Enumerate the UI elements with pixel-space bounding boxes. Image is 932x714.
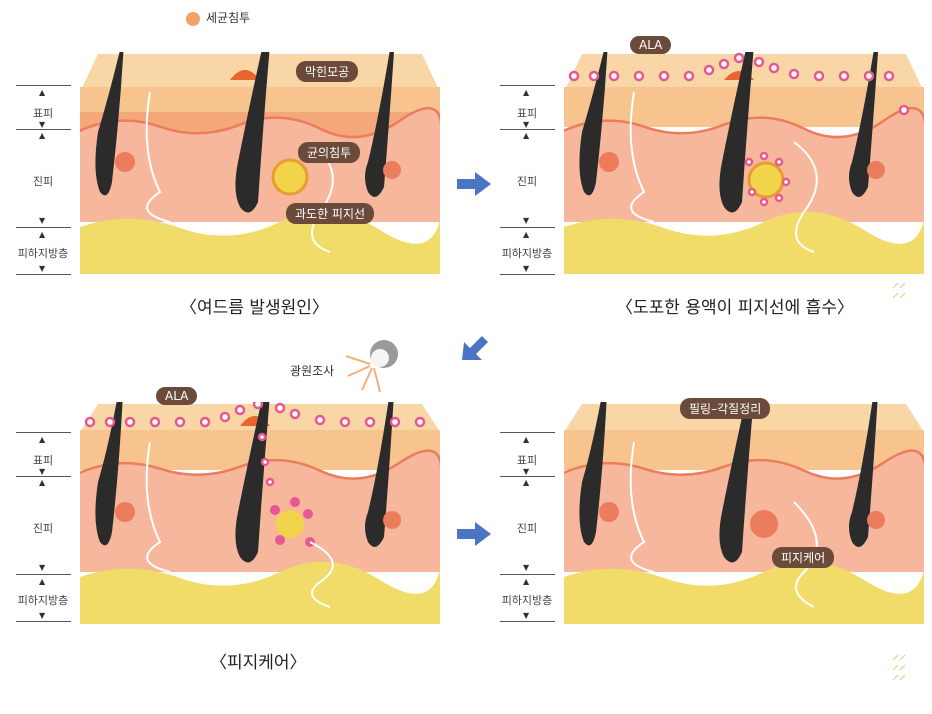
- label-dermis: 진피: [516, 522, 538, 535]
- arrow-down-left-icon: [462, 336, 488, 360]
- skin-cross-section-2: [562, 22, 927, 274]
- label-epidermis: 표피: [32, 107, 54, 120]
- bacteria-label: 세균침투: [206, 11, 251, 25]
- skin-diagram-peeling: [563, 372, 927, 624]
- divider: [500, 621, 555, 622]
- label-dermis: 진피: [32, 522, 54, 535]
- divider: [500, 476, 555, 477]
- label-subcutis: 피하지방층: [501, 594, 553, 607]
- divider: [500, 129, 555, 130]
- divider: [16, 574, 71, 575]
- peel-tag: 필링–각질정리: [680, 398, 771, 419]
- label-dermis: 진피: [32, 175, 54, 188]
- sparkle-icon: ⸝⸝⸝⸝⸝⸝: [892, 647, 906, 683]
- arrow-right-icon: [457, 172, 491, 196]
- light-source-icon: [345, 340, 398, 393]
- arrow-down-icon: ▼: [39, 611, 46, 620]
- divider: [16, 85, 71, 86]
- ala-tag: ALA: [630, 36, 672, 54]
- arrow-up-icon: ▲: [523, 88, 530, 97]
- caption-absorption: 〈도포한 용액이 피지선에 흡수〉: [616, 298, 854, 318]
- divider: [16, 227, 71, 228]
- skin-cross-section-4: [563, 372, 927, 624]
- sebum-care-tag: 피지케어: [772, 547, 835, 568]
- arrow-down-icon: ▼: [39, 467, 46, 476]
- label-epidermis: 표피: [516, 454, 538, 467]
- label-epidermis: 표피: [516, 107, 538, 120]
- sebum-tag: 과도한 피지선: [286, 203, 375, 224]
- arrow-down-icon: ▼: [39, 120, 46, 129]
- arrow-up-icon: ▲: [523, 131, 530, 140]
- divider: [16, 476, 71, 477]
- sparkle-icon: ⸝⸝⸝⸝: [892, 275, 906, 301]
- arrow-right-icon: [457, 522, 491, 546]
- divider: [16, 432, 71, 433]
- arrow-down-icon: ▼: [39, 216, 46, 225]
- skin-cross-section-1: [78, 22, 443, 274]
- arrow-up-icon: ▲: [523, 435, 530, 444]
- label-subcutis: 피하지방층: [17, 247, 69, 260]
- arrow-up-icon: ▲: [39, 435, 46, 444]
- arrow-down-icon: ▼: [523, 120, 530, 129]
- label-subcutis: 피하지방층: [17, 594, 69, 607]
- arrow-down-icon: ▼: [523, 611, 530, 620]
- divider: [16, 621, 71, 622]
- light-label: 광원조사: [290, 364, 335, 378]
- arrow-up-icon: ▲: [39, 88, 46, 97]
- divider: [500, 574, 555, 575]
- ala-tag: ALA: [156, 387, 198, 405]
- caption-acne-cause: 〈여드름 발생원인〉: [180, 298, 329, 318]
- arrow-up-icon: ▲: [39, 131, 46, 140]
- arrow-down-icon: ▼: [39, 264, 46, 273]
- skin-diagram-acne-cause: [78, 22, 443, 274]
- bacteria-icon: [186, 11, 200, 26]
- arrow-up-icon: ▲: [39, 230, 46, 239]
- arrow-up-icon: ▲: [523, 478, 530, 487]
- layer-labels-4: ▲ 표피 ▼ ▲ 진피 ▼ ▲ 피하지방층 ▼: [492, 432, 562, 622]
- arrow-down-icon: ▼: [523, 563, 530, 572]
- label-subcutis: 피하지방층: [501, 247, 553, 260]
- arrow-down-icon: ▼: [523, 264, 530, 273]
- skin-diagram-absorption: [562, 22, 927, 274]
- layer-labels-3: ▲ 표피 ▼ ▲ 진피 ▼ ▲ 피하지방층 ▼: [8, 432, 78, 622]
- bacteria-annotation: 세균침투: [186, 9, 250, 26]
- arrow-down-icon: ▼: [523, 467, 530, 476]
- label-epidermis: 표피: [32, 454, 54, 467]
- arrow-up-icon: ▲: [39, 478, 46, 487]
- divider: [500, 432, 555, 433]
- label-dermis: 진피: [516, 175, 538, 188]
- arrow-down-icon: ▼: [523, 216, 530, 225]
- divider: [500, 274, 555, 275]
- layer-labels-1: ▲ 표피 ▼ ▲ 진피 ▼ ▲ 피하지방층 ▼: [8, 85, 78, 275]
- caption-sebum-care: 〈피지케어〉: [210, 653, 307, 673]
- divider: [500, 227, 555, 228]
- arrow-up-icon: ▲: [523, 230, 530, 239]
- infection-tag: 균의침투: [298, 142, 361, 163]
- divider: [16, 129, 71, 130]
- skin-cross-section-3: [79, 372, 443, 624]
- layer-labels-2: ▲ 표피 ▼ ▲ 진피 ▼ ▲ 피하지방층 ▼: [492, 85, 562, 275]
- arrow-up-icon: ▲: [39, 577, 46, 586]
- divider: [500, 85, 555, 86]
- divider: [16, 274, 71, 275]
- skin-diagram-sebum-care: [79, 372, 443, 624]
- arrow-down-icon: ▼: [39, 563, 46, 572]
- pore-tag: 막힌모공: [296, 61, 359, 82]
- arrow-up-icon: ▲: [523, 577, 530, 586]
